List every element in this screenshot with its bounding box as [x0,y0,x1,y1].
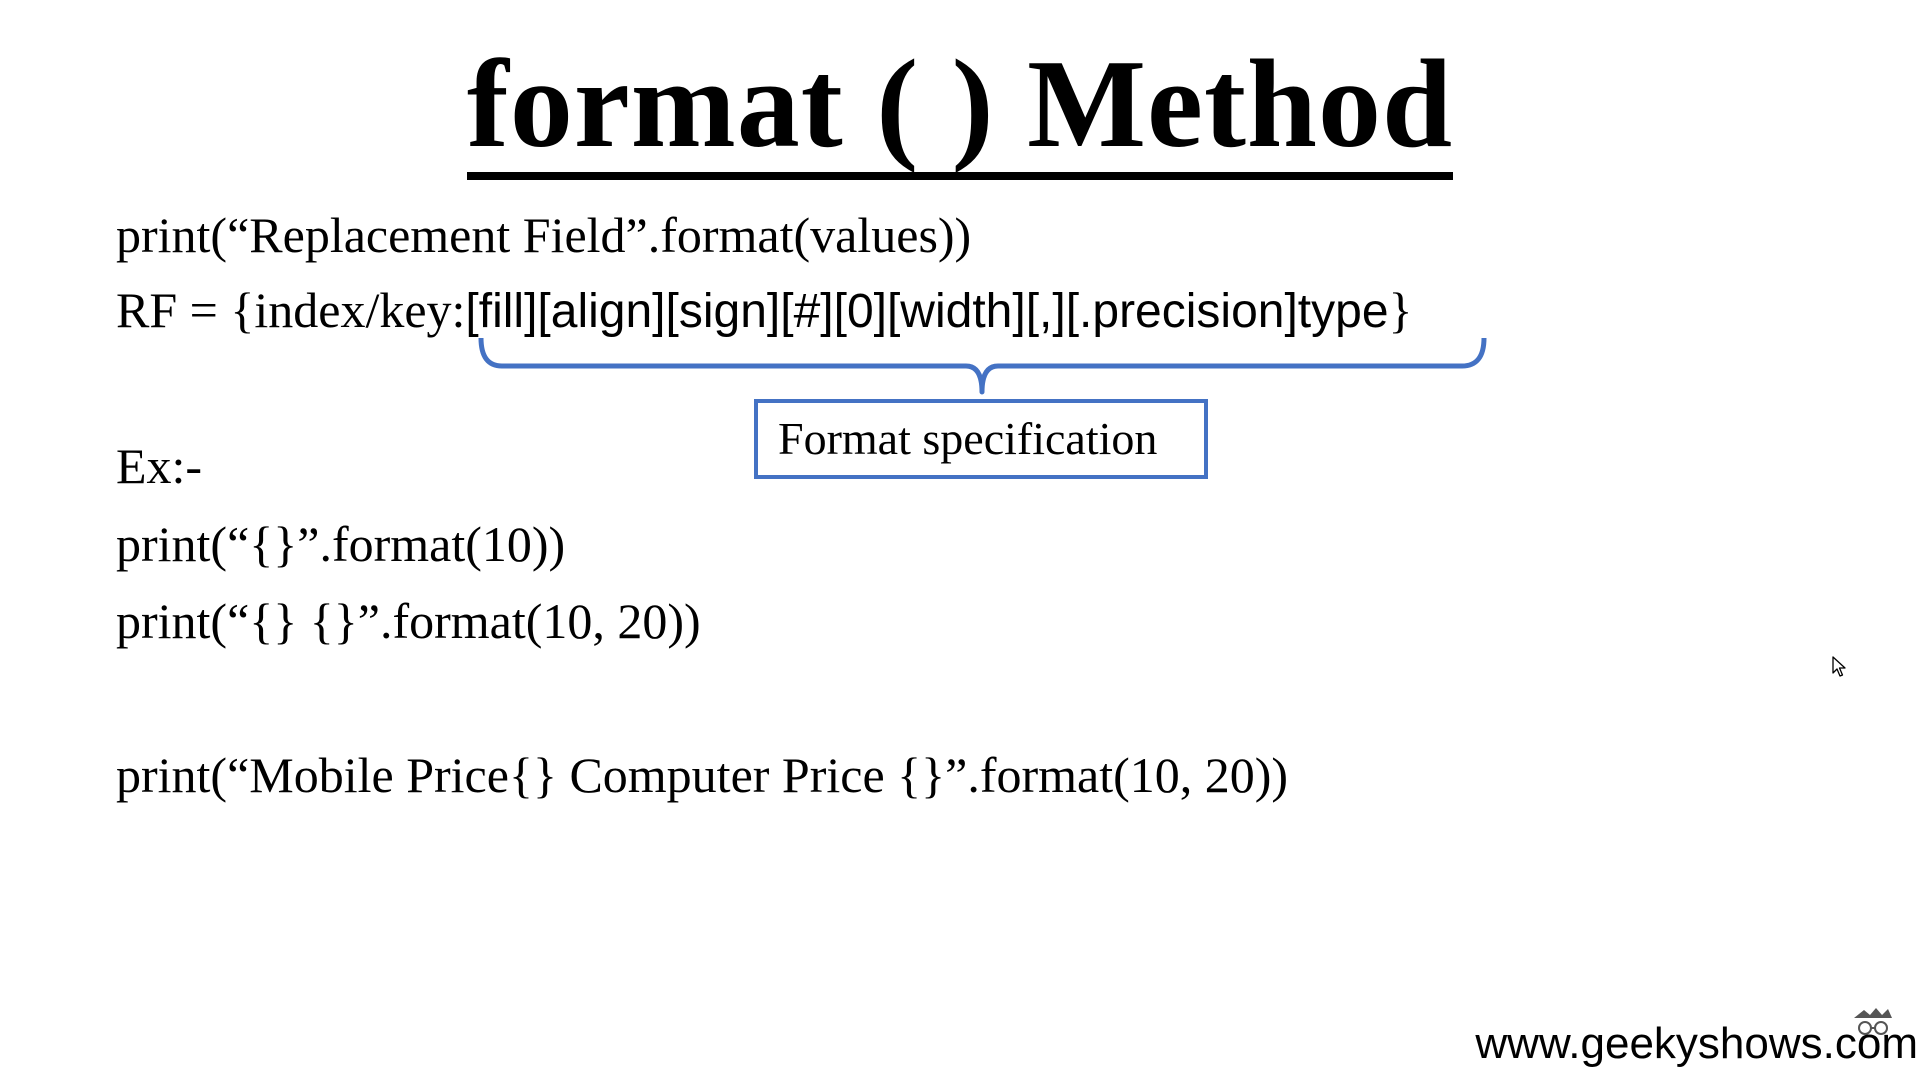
example-heading: Ex:- [116,438,203,494]
rf-prefix: RF = {index/key: [116,282,466,338]
slide-title-text: format ( ) Method [466,42,1454,180]
format-spec-label: Format specification [778,413,1158,464]
example-line-1: print(“{}”.format(10)) [116,516,566,572]
format-spec-callout: Format specification [754,399,1208,479]
example-line-2: print(“{} {}”.format(10, 20)) [116,593,701,649]
example-line-3: print(“Mobile Price{} Computer Price {}”… [116,747,1289,803]
format-spec-brace [478,337,1487,395]
syntax-line: print(“Replacement Field”.format(values)… [116,207,972,263]
website-watermark: www.geekyshows.com [1475,1019,1918,1068]
slide-title: format ( ) Method [0,42,1920,180]
geekyshows-logo-icon [1854,1008,1892,1035]
replacement-field-line: RF = {index/key:[fill][align][sign][#][0… [116,285,1413,336]
rf-format-spec: [fill][align][sign][#][0][width][,][.pre… [465,285,1389,338]
mouse-pointer-icon [1832,656,1846,677]
rf-suffix: } [1388,282,1413,338]
